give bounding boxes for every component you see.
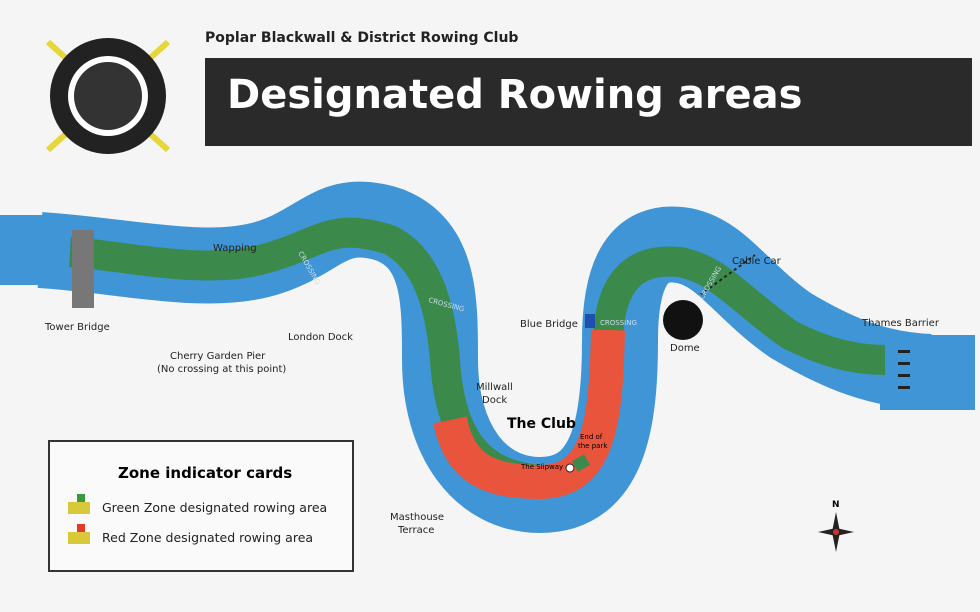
compass-icon: N	[818, 500, 854, 552]
label-dome: Dome	[670, 343, 700, 354]
legend-title: Zone indicator cards	[118, 464, 293, 482]
thames-barrier-icon	[898, 350, 910, 389]
blue-bridge-icon	[585, 314, 595, 328]
club-name: Poplar Blackwall & District Rowing Club	[205, 30, 519, 46]
club-logo	[45, 38, 171, 154]
label-blue-bridge: Blue Bridge	[520, 319, 578, 330]
green-card-icon	[68, 493, 90, 514]
red-zone	[433, 329, 625, 500]
page-title: Designated Rowing areas	[227, 72, 803, 118]
title-banner: Designated Rowing areas	[205, 58, 972, 146]
red-card-icon	[68, 523, 90, 544]
label-tower-bridge: Tower Bridge	[44, 322, 110, 333]
legend-label: Green Zone designated rowing area	[102, 500, 328, 515]
label-london-dock: London Dock	[288, 332, 353, 343]
legend-item-red: Red Zone designated rowing area	[68, 523, 314, 545]
river	[0, 181, 975, 534]
label-wapping: Wapping	[213, 243, 257, 254]
legend-label: Red Zone designated rowing area	[102, 530, 314, 545]
label-end-park: End of	[580, 433, 603, 441]
end-of-park-icon	[571, 454, 591, 472]
label-slipway: The Slipway	[520, 463, 563, 471]
crossing-label: CROSSING	[600, 319, 637, 327]
label-no-crossing: (No crossing at this point)	[157, 364, 286, 375]
legend: Zone indicator cards Green Zone designat…	[48, 440, 354, 572]
legend-item-green: Green Zone designated rowing area	[68, 493, 328, 515]
label-cable-car: Cable Car	[732, 256, 782, 267]
label-millwall-dock: Dock	[482, 395, 507, 406]
cable-car-line	[699, 254, 756, 296]
label-thames-barrier: Thames Barrier	[861, 318, 940, 329]
tower-bridge-icon	[72, 230, 94, 308]
svg-text:N: N	[832, 500, 840, 510]
label-millwall: Millwall	[476, 382, 513, 393]
label-masthouse-terrace: Terrace	[397, 525, 434, 536]
label-end-park-2: the park	[578, 442, 608, 450]
label-cherry-garden: Cherry Garden Pier	[170, 351, 266, 362]
label-masthouse: Masthouse	[390, 512, 444, 523]
dome-icon	[663, 300, 703, 340]
slipway-icon	[565, 463, 575, 473]
label-the-club: The Club	[507, 416, 576, 432]
